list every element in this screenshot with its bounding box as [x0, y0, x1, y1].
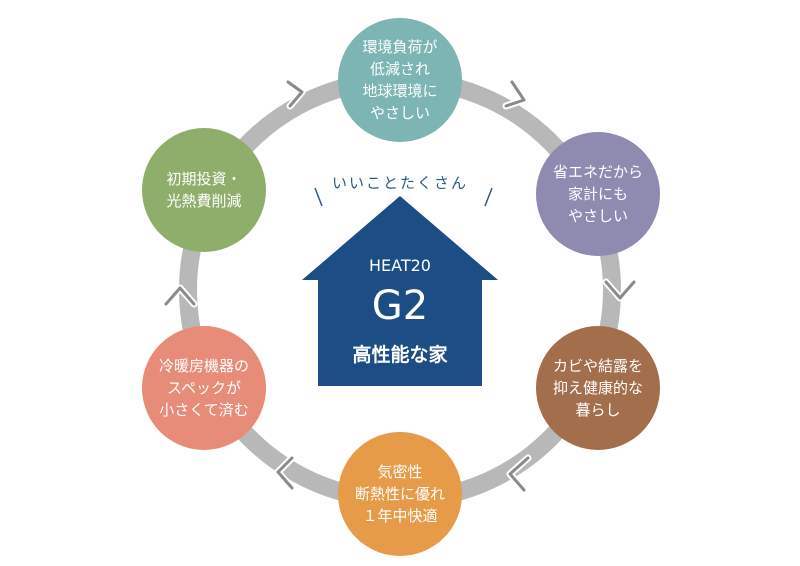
brand-label: HEAT20 [369, 256, 431, 275]
benefit-energy-saving: 省エネだから 家計にも やさしい [536, 132, 660, 256]
benefit-comfort: 気密性 断熱性に優れ １年中快適 [338, 432, 462, 556]
arrow-chevron-icon [508, 456, 530, 492]
grade-label: G2 [371, 283, 429, 329]
house-subtitle: 高性能な家 [352, 344, 448, 366]
tagline: いいことたくさん [331, 174, 468, 192]
benefit-health: カビや結露を 抑え健康的な 暮らし [536, 326, 660, 450]
benefit-environment: 環境負荷が 低減され 地球環境に やさしい [338, 18, 462, 142]
arrow-chevron-icon [504, 80, 526, 108]
arrow-chevron-icon [276, 456, 294, 490]
benefit-cost-reduction: 初期投資・ 光熱費削減 [142, 128, 266, 252]
arrow-chevron-icon [164, 286, 196, 306]
tagline-slash-left [314, 187, 323, 207]
arrow-chevron-icon [286, 80, 304, 108]
tagline-slash-right [484, 187, 493, 207]
benefit-hvac-spec: 冷暖房機器の スペックが 小さくて済む [142, 326, 266, 450]
house-shape [302, 196, 498, 386]
arrow-chevron-icon [604, 280, 636, 300]
